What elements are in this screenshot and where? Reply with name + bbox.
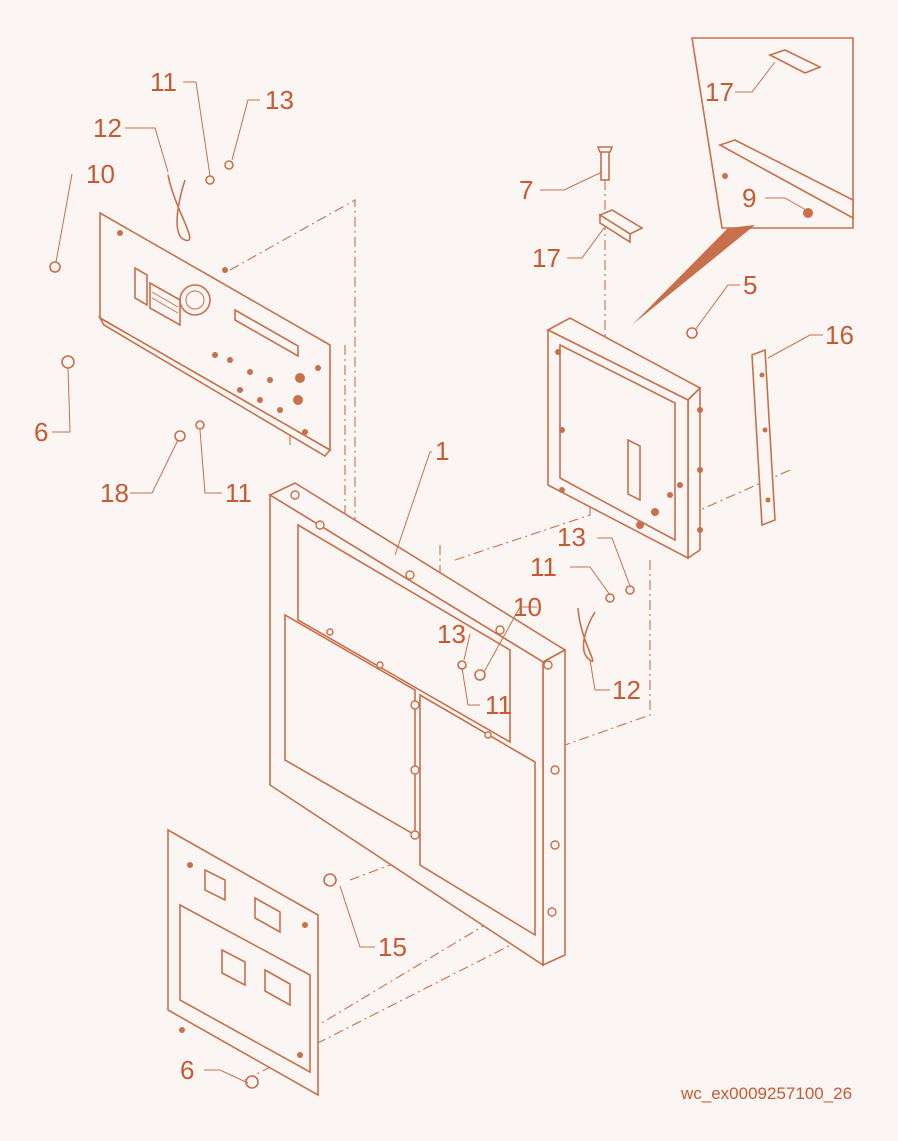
- callout-11-right: 11: [530, 552, 557, 582]
- callout-10-center: 10: [513, 592, 542, 622]
- main-frame-part: [268, 482, 567, 967]
- callout-1: 1: [435, 436, 449, 466]
- callout-17-inset: 17: [705, 77, 734, 107]
- callout-labels: 11 13 12 10 6 18 11 1 7 17 17 9 5 16 13 …: [34, 67, 854, 1085]
- callout-12-top: 12: [93, 113, 122, 143]
- callout-6-left: 6: [34, 417, 48, 447]
- block-and-bolt: [596, 146, 644, 244]
- callout-13-right: 13: [557, 522, 586, 552]
- callout-7: 7: [519, 175, 533, 205]
- callout-18: 18: [100, 478, 129, 508]
- control-panel-part: [97, 211, 332, 458]
- callout-16: 16: [825, 320, 854, 350]
- leader-lines: [52, 61, 823, 1084]
- callout-15: 15: [378, 932, 407, 962]
- callout-11-top: 11: [150, 67, 177, 97]
- callout-9: 9: [742, 183, 756, 213]
- detail-inset: [632, 37, 854, 325]
- callout-6-bottom: 6: [180, 1055, 194, 1085]
- callout-13-center: 13: [437, 619, 466, 649]
- callout-12-right: 12: [612, 675, 641, 705]
- strip-part: [751, 348, 776, 527]
- enclosure-box-part: [546, 317, 703, 560]
- callout-10-left: 10: [86, 159, 115, 189]
- figure-id: wc_ex0009257100_26: [680, 1084, 852, 1103]
- callout-11-left: 11: [225, 478, 252, 508]
- bottom-panel-part: [167, 828, 319, 1097]
- callout-5: 5: [743, 270, 757, 300]
- callout-17-lower: 17: [532, 243, 561, 273]
- callout-13-top: 13: [265, 85, 294, 115]
- callout-11-center: 11: [485, 690, 512, 720]
